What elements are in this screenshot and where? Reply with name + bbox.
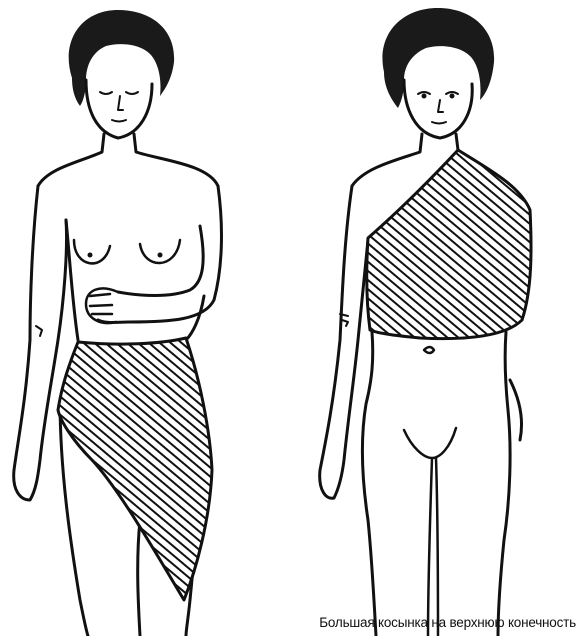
right-figure-nose bbox=[438, 100, 443, 112]
left-figure-kerchief bbox=[58, 338, 212, 600]
right-figure-navel bbox=[424, 347, 434, 353]
left-figure-torso-left bbox=[66, 220, 78, 340]
left-figure-fist bbox=[86, 288, 118, 323]
left-figure-breasts bbox=[74, 240, 180, 263]
right-figure-hip bbox=[510, 380, 522, 440]
right-figure-mouth bbox=[432, 122, 446, 124]
left-figure-hair bbox=[69, 10, 174, 106]
left-figure-eyes bbox=[100, 92, 138, 94]
right-figure-hair bbox=[382, 8, 494, 108]
caption: Большая косынка на верхнюю конечность bbox=[319, 615, 576, 630]
left-figure-nose bbox=[118, 96, 123, 110]
left-figure-left-arm bbox=[14, 186, 67, 500]
left-figure-mouth bbox=[112, 120, 126, 122]
left-figure-neck bbox=[38, 134, 218, 186]
right-figure-groin bbox=[404, 428, 456, 636]
left-figure-arm-mark bbox=[36, 326, 42, 336]
right-figure-left-arm bbox=[320, 186, 368, 498]
right-figure-kerchief bbox=[367, 150, 531, 339]
